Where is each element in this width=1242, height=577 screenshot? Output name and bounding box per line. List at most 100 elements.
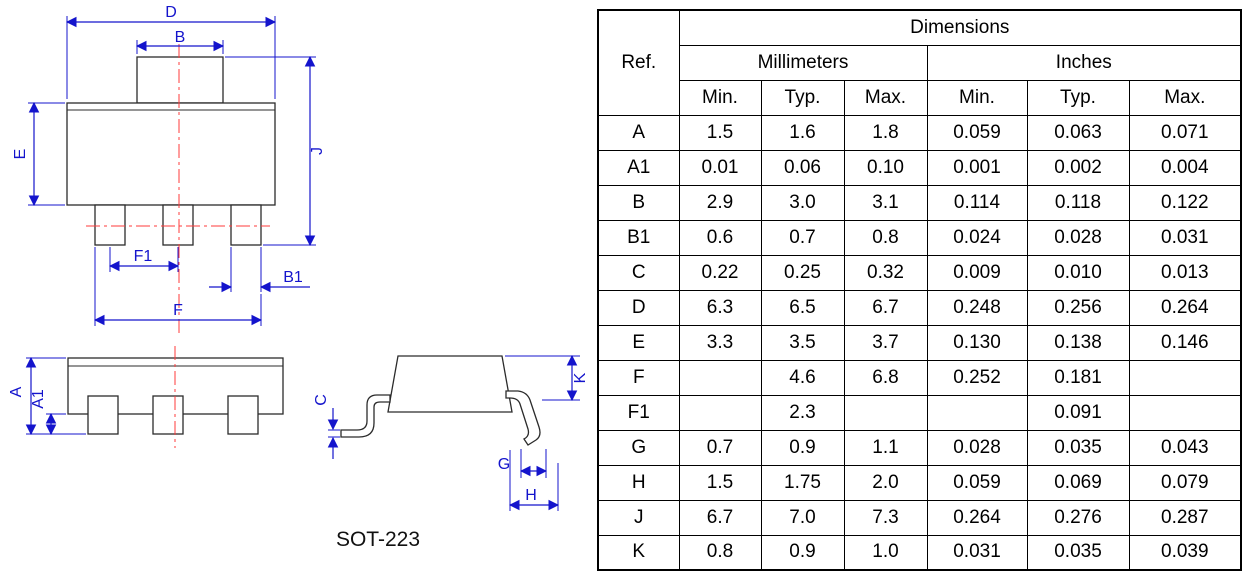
in-typ-cell: 0.002: [1026, 149, 1130, 186]
mm-min-cell: 0.7: [678, 429, 762, 466]
in-min-cell: 0.264: [926, 499, 1028, 536]
in-max-cell: [1128, 359, 1242, 396]
dimension-j: J: [225, 55, 326, 247]
header-dimensions: Dimensions: [678, 9, 1242, 46]
dim-label-j: J: [309, 147, 326, 155]
mm-typ-cell: 3.0: [760, 184, 845, 221]
in-typ-cell: 0.181: [1026, 359, 1130, 396]
mm-min-cell: 0.8: [678, 534, 762, 571]
package-drawing-pane: D B E: [0, 0, 597, 577]
mm-typ-cell: 0.06: [760, 149, 845, 186]
in-min-cell: 0.114: [926, 184, 1028, 221]
in-max-cell: 0.122: [1128, 184, 1242, 221]
in-min-cell: 0.024: [926, 219, 1028, 256]
side-view: C K G: [313, 354, 589, 511]
mm-max-cell: 6.8: [843, 359, 928, 396]
dim-label-h: H: [525, 487, 537, 504]
dimension-a1: A1: [30, 389, 66, 436]
in-max-cell: 0.039: [1128, 534, 1242, 571]
front-lead-3: [227, 395, 259, 435]
package-tab: [136, 56, 224, 104]
mm-typ-cell: 0.7: [760, 219, 845, 256]
ref-cell: F: [597, 359, 680, 396]
ref-cell: B: [597, 184, 680, 221]
ref-cell: H: [597, 464, 680, 501]
header-in-max: Max.: [1128, 79, 1242, 116]
mm-typ-cell: 0.9: [760, 429, 845, 466]
mm-typ-cell: 7.0: [760, 499, 845, 536]
in-min-cell: 0.252: [926, 359, 1028, 396]
in-typ-cell: 0.256: [1026, 289, 1130, 326]
ref-cell: D: [597, 289, 680, 326]
in-max-cell: 0.287: [1128, 499, 1242, 536]
in-min-cell: 0.028: [926, 429, 1028, 466]
mm-max-cell: 7.3: [843, 499, 928, 536]
in-min-cell: 0.130: [926, 324, 1028, 361]
dimension-f1: F1: [108, 247, 180, 272]
mm-min-cell: [678, 359, 762, 396]
in-min-cell: 0.001: [926, 149, 1028, 186]
in-typ-cell: 0.138: [1026, 324, 1130, 361]
in-typ-cell: 0.010: [1026, 254, 1130, 291]
mm-typ-cell: 2.3: [760, 394, 845, 431]
dim-label-f1: F1: [134, 248, 153, 265]
side-lead-left: [340, 394, 391, 438]
in-max-cell: 0.031: [1128, 219, 1242, 256]
side-lead-right: [505, 390, 541, 446]
mm-min-cell: 1.5: [678, 464, 762, 501]
header-row-2: Millimeters Inches: [598, 44, 1242, 81]
package-caption: SOT-223: [336, 528, 420, 551]
mm-max-cell: 3.7: [843, 324, 928, 361]
in-typ-cell: 0.091: [1026, 394, 1130, 431]
in-typ-cell: 0.118: [1026, 184, 1130, 221]
mm-max-cell: [843, 394, 928, 431]
in-typ-cell: 0.035: [1026, 534, 1130, 571]
in-max-cell: 0.071: [1128, 114, 1242, 151]
in-min-cell: 0.031: [926, 534, 1028, 571]
mm-min-cell: [678, 394, 762, 431]
mm-typ-cell: 3.5: [760, 324, 845, 361]
mm-min-cell: 0.6: [678, 219, 762, 256]
in-typ-cell: 0.028: [1026, 219, 1130, 256]
mm-max-cell: 3.1: [843, 184, 928, 221]
mm-typ-cell: 0.25: [760, 254, 845, 291]
in-min-cell: [926, 394, 1028, 431]
in-typ-cell: 0.276: [1026, 499, 1130, 536]
dim-label-c: C: [313, 394, 330, 406]
dim-label-a: A: [8, 386, 25, 397]
dim-label-k: K: [572, 372, 589, 383]
package-body: [66, 102, 276, 206]
mm-typ-cell: 1.75: [760, 464, 845, 501]
ref-cell: K: [597, 534, 680, 571]
mm-min-cell: 6.3: [678, 289, 762, 326]
header-mm-max: Max.: [843, 79, 928, 116]
dimension-k: K: [505, 354, 589, 402]
dimension-c: C: [313, 394, 340, 459]
dim-label-d: D: [165, 4, 177, 21]
in-typ-cell: 0.069: [1026, 464, 1130, 501]
in-max-cell: 0.146: [1128, 324, 1242, 361]
side-body: [387, 355, 513, 413]
lead-1: [94, 204, 126, 246]
header-in-min: Min.: [926, 79, 1028, 116]
in-min-cell: 0.059: [926, 464, 1028, 501]
dimension-f: F: [93, 247, 263, 326]
lead-3: [230, 204, 262, 246]
dimension-g: G: [498, 449, 548, 478]
header-row-1: Ref. Dimensions: [597, 9, 1242, 116]
dimension-h: H: [508, 450, 560, 511]
mm-max-cell: 1.0: [843, 534, 928, 571]
ref-cell: G: [597, 429, 680, 466]
mm-min-cell: 0.01: [678, 149, 762, 186]
ref-cell: A: [597, 114, 680, 151]
